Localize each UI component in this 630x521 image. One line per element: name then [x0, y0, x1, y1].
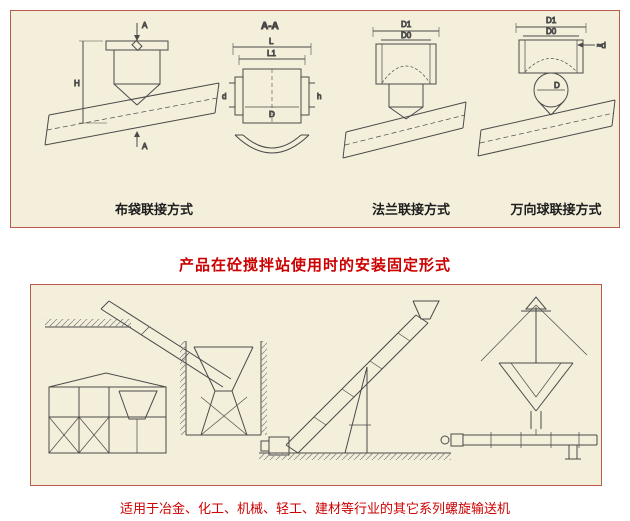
- connection-method-label-bag: 布袋联接方式: [114, 202, 193, 217]
- installation-diagram: [45, 296, 598, 460]
- dim-ball-d1: D1: [546, 16, 557, 25]
- flange-connection-drawing: D1 D0: [342, 20, 467, 159]
- mixing-plant-structure: [48, 372, 167, 454]
- installation-diagram-panel: [30, 284, 602, 486]
- inclined-conveyor-group: [259, 300, 451, 460]
- section-a-a-drawing: A-A L L1 d h: [222, 21, 322, 154]
- ball-connection-drawing: D1 D0 ≈d D: [477, 16, 616, 157]
- dim-a-bottom: A: [142, 142, 148, 151]
- dim-d-small: d: [222, 92, 226, 101]
- connection-method-label-flange: 法兰联接方式: [371, 202, 450, 217]
- dim-l1: L1: [267, 49, 276, 58]
- horizontal-conveyor-group: [440, 429, 598, 460]
- connection-methods-drawing: A H: [44, 16, 616, 159]
- dim-l: L: [269, 37, 274, 46]
- dim-flange-d1: D1: [401, 20, 412, 29]
- dim-approx-d: ≈d: [597, 41, 606, 50]
- discharge-stand-group: [480, 296, 588, 429]
- section-title: A-A: [261, 21, 279, 32]
- dim-a-top: A: [142, 21, 148, 30]
- applicability-caption: 适用于冶金、化工、机械、轻工、建材等行业的其它系列螺旋输送机: [119, 501, 510, 516]
- bag-connection-drawing: A H: [44, 21, 220, 152]
- connection-methods-panel: A H: [10, 10, 620, 228]
- dim-ball-d: D: [554, 81, 560, 90]
- installation-heading: 产品在砼搅拌站使用时的安装固定形式: [178, 257, 451, 274]
- dim-h: H: [74, 79, 80, 88]
- dim-h-small: h: [317, 92, 321, 101]
- connection-method-label-ball: 万向球联接方式: [510, 202, 602, 217]
- pit-and-hopper-group: [45, 300, 267, 436]
- dim-ball-d0: D0: [546, 27, 557, 36]
- dim-flange-d0: D0: [401, 31, 412, 40]
